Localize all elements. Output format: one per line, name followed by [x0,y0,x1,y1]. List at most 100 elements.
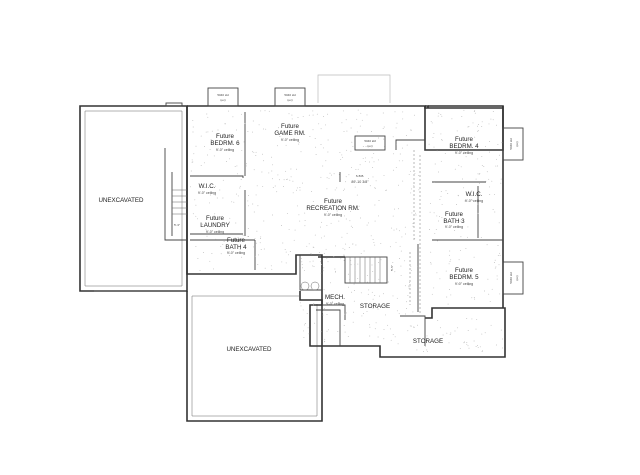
stipple-dot [291,118,293,120]
stipple-dot [296,168,297,170]
stipple-dot [338,174,340,176]
stipple-dot [296,205,298,207]
stipple-dot [482,350,483,352]
room-ceiling: 9'-0" ceiling [455,151,473,155]
stipple-dot [494,211,496,213]
stipple-dot [214,213,216,215]
stipple-dot [315,154,317,155]
stipple-dot [247,200,249,202]
stipple-dot [408,287,410,289]
stipple-dot [235,129,237,131]
stipple-dot [278,127,279,129]
room-ceiling: 9'-0" ceiling [326,302,344,306]
room-name: UNEXCAVATED [226,346,272,353]
stipple-dot [405,135,407,137]
stipple-dot [239,185,241,187]
stipple-dot [345,243,347,245]
room-wic-left: W.I.C. 9'-0" ceiling [198,183,216,195]
stipple-dot [248,195,249,197]
stipple-dot [344,331,346,333]
stipple-dot [341,236,343,238]
stipple-dot [369,335,371,337]
stipple-dot [399,258,400,259]
stipple-dot [491,288,493,290]
stipple-dot [243,141,245,143]
stipple-dot [374,187,376,189]
patio-outline [317,74,391,103]
window-w1: 5040 sld (ex) [207,87,239,107]
stipple-dot [300,257,302,259]
window-label: 5040 sld [284,93,296,97]
stipple-dot [433,212,435,214]
stipple-dot [438,220,440,222]
window-label: 5040 sld [509,272,513,284]
stipple-dot [360,292,362,294]
stipple-dot [460,214,462,216]
stipple-dot [498,222,500,224]
stipple-dot [326,177,328,179]
stipple-dot [344,313,346,315]
stipple-dot [286,212,288,214]
stipple-dot [268,110,270,112]
stipple-dot [474,298,476,300]
stipple-dot [489,151,490,153]
stipple-dot [458,195,459,197]
stipple-dot [459,220,461,222]
stipple-dot [412,225,414,227]
stipple-dot [309,136,311,137]
stipple-dot [302,309,304,311]
stipple-dot [320,261,322,263]
stipple-dot [368,289,370,291]
stipple-dot [299,187,301,188]
stipple-dot [463,187,465,189]
room-name: STORAGE [360,303,390,310]
stipple-dot [205,131,207,133]
stipple-dot [492,111,494,112]
stipple-dot [288,254,289,256]
stipple-dot [330,174,332,176]
stipple-dot [410,265,412,267]
stipple-dot [222,179,224,181]
stipple-dot [271,156,273,158]
floor-stipple [190,109,503,353]
stipple-dot [399,153,401,155]
stipple-dot [232,116,234,118]
stipple-dot [410,170,412,172]
room-ceiling: 9'-0" ceiling [465,199,483,203]
stipple-dot [322,311,323,313]
stipple-dot [440,191,442,193]
room-name: W.I.C. [466,191,483,198]
stipple-dot [489,194,491,195]
stipple-dot [260,236,262,238]
stipple-dot [467,284,469,286]
stipple-dot [222,243,224,245]
stipple-dot [202,252,204,253]
stipple-dot [430,120,432,122]
stipple-dot [329,172,331,174]
room-ceiling: 9'-0" ceiling [455,282,473,286]
stipple-dot [254,237,256,239]
stipple-dot [336,187,338,189]
stipple-dot [281,225,282,226]
stipple-dot [195,145,197,147]
stipple-dot [255,194,257,196]
stipple-dot [438,171,440,173]
stipple-dot [285,262,287,264]
stipple-dot [255,155,257,156]
stipple-dot [322,270,324,272]
room-name: BEDRM. 5 [449,274,479,281]
stipple-dot [229,158,231,160]
stipple-dot [335,245,337,247]
stipple-dot [213,193,215,195]
stipple-dot [206,235,208,237]
stipple-dot [370,235,372,237]
stipple-dot [343,325,345,326]
stipple-dot [454,330,456,332]
stipple-dot [239,249,241,250]
stipple-dot [207,154,209,156]
stipple-dot [252,246,254,248]
stipple-dot [473,111,475,112]
stipple-dot [430,202,432,204]
stipple-dot [247,228,249,230]
stipple-dot [372,167,374,169]
